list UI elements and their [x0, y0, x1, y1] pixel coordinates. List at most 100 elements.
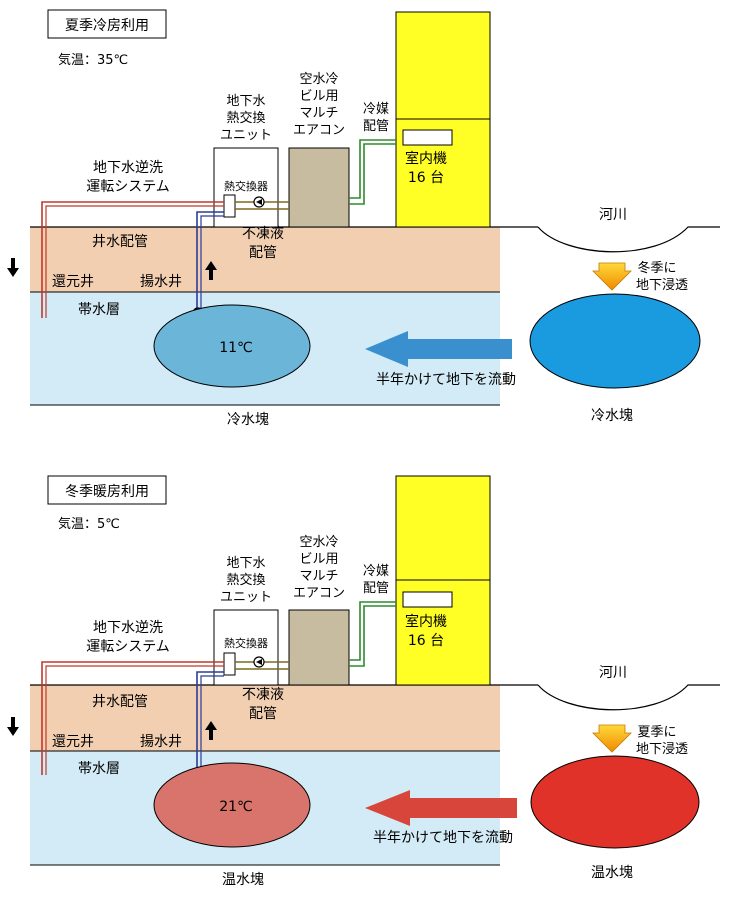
- air-temperature: 気温：5℃: [58, 516, 120, 532]
- hx-unit-label-2: 熱交換: [226, 572, 265, 588]
- title-box: [47, 475, 167, 505]
- down-arrow-icon: [7, 258, 19, 277]
- river-label: 河川: [599, 665, 627, 681]
- infiltration-arrow: [592, 724, 632, 753]
- block-label-left: 冷水塊: [227, 412, 269, 428]
- hx-unit-label-2: 熱交換: [226, 110, 265, 126]
- backwash-label-1: 地下水逆洗: [93, 620, 163, 636]
- ground-layer: [30, 685, 500, 751]
- groundwater-flow-arrow: [365, 790, 517, 826]
- heat-exchanger-core: [223, 652, 236, 676]
- groundwater-flow-arrow: [365, 331, 512, 367]
- block-label-right: 温水塊: [591, 865, 633, 881]
- refrigerant-pipe-2: [349, 605, 396, 667]
- return-well-pipe: [41, 661, 224, 775]
- heat-exchange-unit: [213, 609, 279, 686]
- aquifer-label: 帯水層: [78, 302, 120, 318]
- water-mass-right: [529, 293, 701, 389]
- pump-well-pipe-2: [200, 215, 224, 313]
- hx-unit-label-3: ユニット: [220, 590, 272, 605]
- title: 夏季冷房利用: [65, 18, 149, 34]
- backwash-label-1: 地下水逆洗: [93, 160, 163, 176]
- return-well-pipe: [41, 201, 224, 318]
- aircon-label-4: エアコン: [293, 586, 345, 601]
- antifreeze-label-1: 不凍液: [242, 226, 284, 242]
- up-arrow-icon: [205, 261, 217, 280]
- heat-exchanger-core: [223, 194, 236, 218]
- water-temperature: 11℃: [219, 340, 253, 356]
- backwash-label-2: 運転システム: [86, 179, 170, 195]
- block-label-left: 温水塊: [222, 872, 264, 888]
- indoor-unit-label: 室内機: [405, 150, 447, 167]
- refrigerant-label-1: 冷媒: [363, 564, 389, 579]
- return-well-label: 還元井: [52, 734, 94, 750]
- pump-arrow-icon: [256, 199, 262, 205]
- refrigerant-pipe: [349, 139, 396, 199]
- aircon-unit: [288, 609, 350, 686]
- return-well-label: 還元井: [52, 274, 94, 290]
- aircon-label-4: エアコン: [293, 123, 345, 138]
- pump-arrow-icon: [256, 659, 262, 665]
- ground-layer: [30, 227, 500, 292]
- infiltration-label-2: 地下浸透: [636, 742, 688, 757]
- refrigerant-pipe-2: [349, 143, 396, 205]
- aircon-label-2: ビル用: [299, 89, 338, 104]
- indoor-unit-count: 16 台: [408, 170, 444, 186]
- pump-well-label: 揚水井: [140, 273, 182, 290]
- refrigerant-label-1: 冷媒: [363, 102, 389, 117]
- indoor-unit-label: 室内機: [405, 613, 447, 630]
- block-label-right: 冷水塊: [591, 408, 633, 424]
- river-label: 河川: [599, 207, 627, 223]
- antifreeze-label-2: 配管: [249, 706, 277, 722]
- refrigerant-label-2: 配管: [363, 581, 389, 596]
- title: 冬季暖房利用: [65, 484, 149, 500]
- return-well-pipe-2: [45, 205, 224, 318]
- title-box: [47, 9, 167, 39]
- hx-unit-label-1: 地下水: [226, 556, 265, 571]
- aircon-label-3: マルチ: [299, 106, 338, 121]
- up-arrow-icon: [205, 721, 217, 740]
- pump-well-label: 揚水井: [140, 733, 182, 750]
- return-well-pipe-2: [45, 665, 224, 775]
- refrigerant-label-2: 配管: [363, 119, 389, 134]
- water-mass-right: [530, 755, 700, 849]
- infiltration-label-2: 地下浸透: [636, 278, 688, 293]
- heat-exchanger-label: 熱交換器: [224, 179, 268, 193]
- refrigerant-pipe: [349, 601, 396, 661]
- pump-well-pipe-2: [200, 675, 224, 773]
- aircon-unit: [288, 147, 350, 228]
- well-pipe-label: 井水配管: [92, 234, 148, 250]
- aircon-label-2: ビル用: [299, 552, 338, 567]
- flow-label: 半年かけて地下を流動: [376, 372, 516, 388]
- air-temperature: 気温：35℃: [58, 52, 128, 68]
- bottom-panel: 冬季暖房利用 気温：5℃ 室内機 16 台 空水冷 ビル用 マルチ エアコン 冷…: [7, 475, 720, 888]
- river-channel: [537, 684, 720, 711]
- flow-label: 半年かけて地下を流動: [373, 830, 513, 846]
- aircon-label-1: 空水冷: [299, 535, 338, 550]
- antifreeze-label-1: 不凍液: [242, 687, 284, 703]
- infiltration-label-1: 冬季に: [637, 260, 676, 276]
- aquifer-label: 帯水層: [78, 761, 120, 777]
- pump-well-pipe: [196, 211, 224, 313]
- top-panel: 夏季冷房利用 気温：35℃ 室内機 16 台 空水冷 ビル用 マルチ エアコン …: [7, 9, 720, 428]
- water-mass-left: [153, 762, 311, 848]
- pump-well-pipe: [196, 671, 224, 773]
- well-pipe-label: 井水配管: [92, 694, 148, 710]
- antifreeze-label-2: 配管: [249, 245, 277, 261]
- indoor-unit-count: 16 台: [408, 633, 444, 649]
- infiltration-arrow: [592, 262, 632, 291]
- aircon-label-3: マルチ: [299, 569, 338, 584]
- water-mass-left: [153, 304, 311, 388]
- down-arrow-icon: [7, 717, 19, 736]
- backwash-label-2: 運転システム: [86, 639, 170, 655]
- river-channel: [537, 226, 720, 253]
- heat-exchanger-label: 熱交換器: [224, 636, 268, 650]
- hx-unit-label-3: ユニット: [220, 128, 272, 143]
- indoor-unit: [402, 129, 453, 146]
- hx-unit-label-1: 地下水: [226, 94, 265, 109]
- indoor-unit: [402, 591, 453, 608]
- infiltration-label-1: 夏季に: [637, 725, 676, 740]
- water-temperature: 21℃: [219, 799, 253, 815]
- aircon-label-1: 空水冷: [299, 72, 338, 87]
